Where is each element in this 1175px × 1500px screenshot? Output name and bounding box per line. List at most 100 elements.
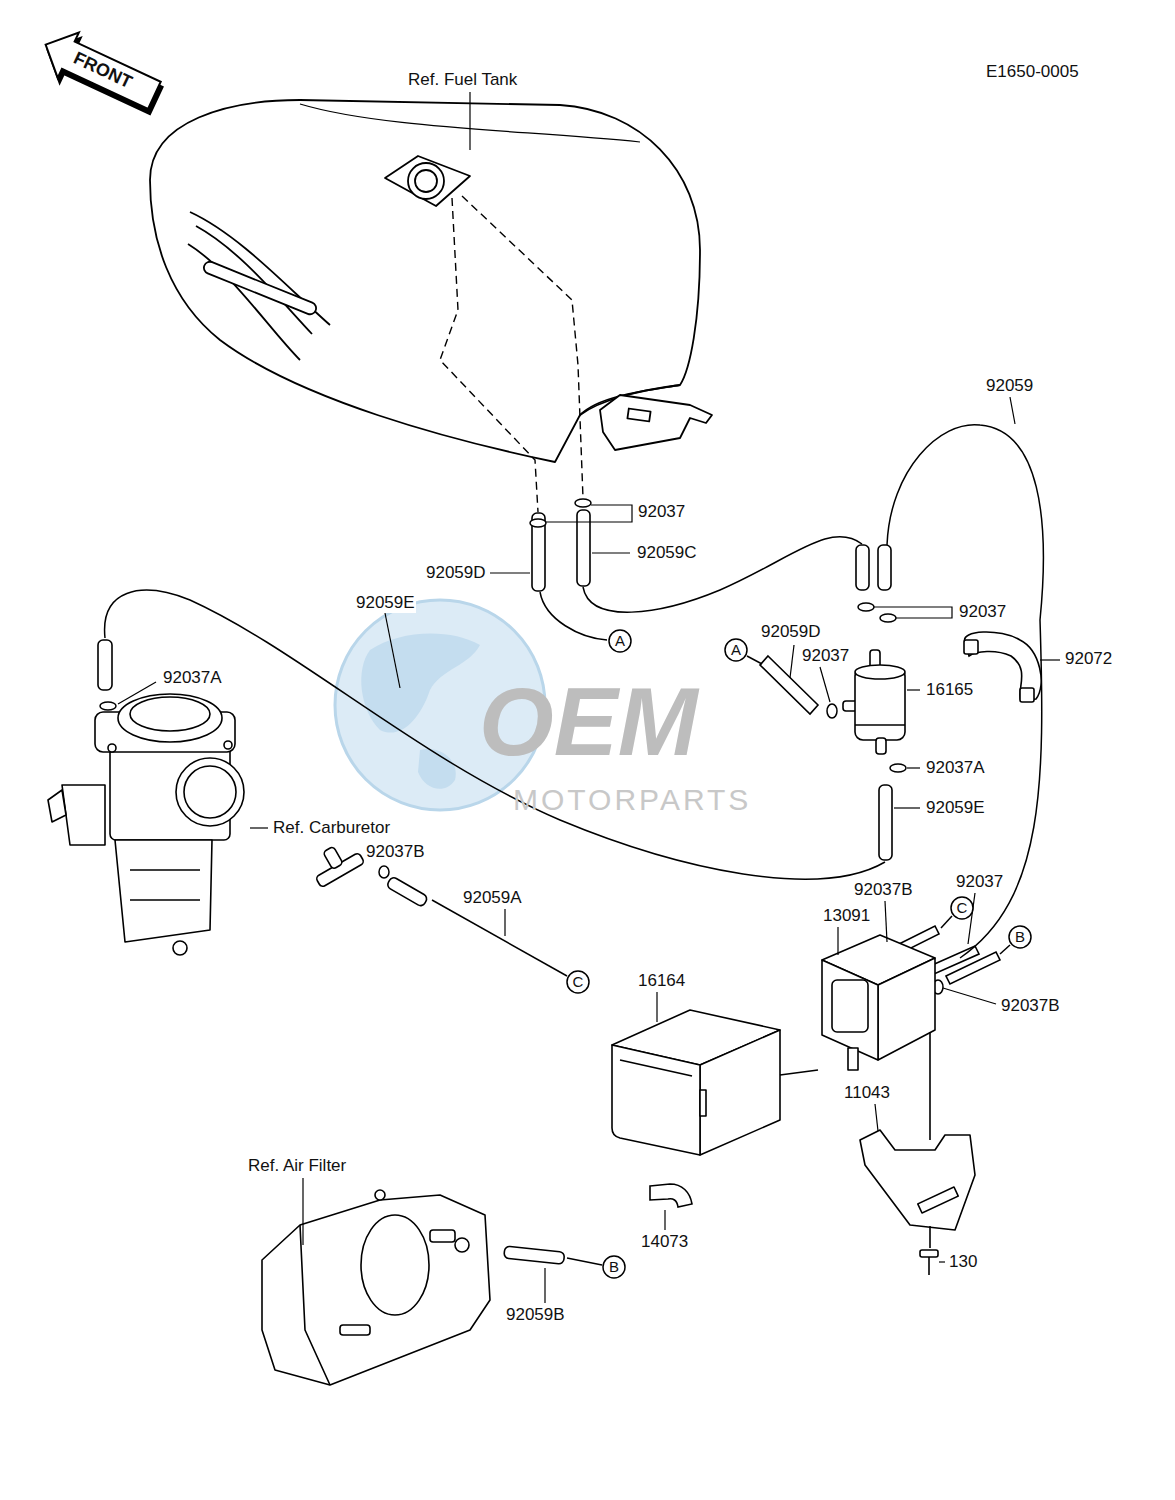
elbow-hose: [650, 1184, 692, 1207]
leader-line-part: [250, 827, 268, 828]
fuel-tank: [150, 100, 712, 462]
callout-letter-circle: A: [724, 638, 748, 662]
carburetor-part: [224, 741, 232, 749]
hose-line: [105, 425, 1044, 1265]
reference-label: Ref. Air Filter: [247, 1156, 347, 1176]
hose-clamp-part: [827, 704, 837, 718]
tee-fitting-part-part: [323, 846, 343, 869]
leader-line-part: [790, 645, 794, 678]
leader-line-part: [943, 988, 996, 1004]
leader-line-part: [874, 607, 952, 618]
callout-number: 92059D: [760, 622, 822, 642]
leader-line-part: [1010, 397, 1015, 424]
bolt-part: [928, 1257, 930, 1275]
elbow-hose-part: [650, 1184, 692, 1207]
callout-number: 92059B: [505, 1305, 566, 1325]
leader-line-part: [385, 613, 400, 688]
callout-number: 16165: [925, 680, 974, 700]
leader-line: [118, 92, 1060, 1303]
reference-label: Ref. Fuel Tank: [407, 70, 518, 90]
callout-number: 92037: [637, 502, 686, 522]
hose-clamp-part: [100, 702, 116, 710]
carburetor-part: [118, 694, 222, 742]
watermark: OEM: [478, 672, 699, 772]
circle-outline: [1009, 926, 1031, 948]
circle-outline: [725, 639, 747, 661]
callout-number: 11043: [843, 1083, 891, 1103]
front-arrow-text: FRONT: [69, 47, 136, 94]
carburetor-part: [130, 697, 210, 731]
leader-line-part: [469, 92, 470, 150]
leader-line-part: [544, 1268, 545, 1303]
air-filter-part: [455, 1238, 469, 1252]
carburetor-part: [108, 744, 116, 752]
fuel-filter: [843, 650, 905, 754]
hose-clip: [964, 632, 1041, 702]
bracket-part: [929, 1032, 931, 1140]
hose-clip-part: [965, 632, 1042, 701]
hose-line-part: [583, 537, 862, 613]
fuel-tank-part: [415, 170, 437, 192]
air-filter-part: [300, 1225, 330, 1385]
leader-line-part: [837, 927, 838, 955]
canister-holder-part: [878, 958, 935, 1060]
carburetor-part: [176, 758, 244, 826]
hose-part: [946, 952, 1000, 984]
air-filter: [262, 1190, 490, 1385]
front-arrow-part: [35, 22, 165, 118]
fuel-filter-part: [855, 724, 905, 726]
hose-line-part: [887, 425, 1043, 958]
connection-letter: C: [957, 900, 968, 916]
air-filter-part: [361, 1215, 429, 1315]
air-filter-part: [262, 1195, 490, 1385]
callout-number: 92059D: [425, 563, 487, 583]
canister-part: [620, 1060, 692, 1076]
watermark-globe-land-part: [361, 634, 480, 733]
canister-part: [700, 1090, 706, 1116]
fuel-tank-internal-pipe-part: [440, 198, 538, 512]
air-filter-part: [430, 1230, 455, 1242]
callout-number: 92072: [1064, 649, 1113, 669]
canister-holder: [822, 935, 935, 1070]
circle-outline: [567, 971, 589, 993]
fuel-tank-part: [385, 156, 470, 206]
fuel-tank-part: [627, 409, 650, 422]
bracket-part: [860, 1130, 975, 1230]
leader-line-part: [907, 767, 920, 768]
carburetor-part: [173, 941, 187, 955]
fuel-filter-part: [876, 738, 886, 754]
leader-line-part: [592, 552, 630, 553]
callout-number: 130: [948, 1252, 978, 1272]
fuel-tank-part: [600, 395, 712, 450]
circle-outline: [951, 897, 973, 919]
leader-line-part: [302, 1178, 303, 1245]
bracket-part: [918, 1187, 958, 1213]
callout-number: 92059A: [462, 888, 523, 908]
hose-line-part: [540, 592, 607, 640]
fuel-tank-part: [190, 212, 330, 325]
leader-line-part: [885, 901, 887, 942]
callout-number: 92037: [958, 602, 1007, 622]
hose-part: [504, 1246, 565, 1264]
connection-letter: B: [609, 1259, 619, 1275]
leader-line-part: [118, 682, 156, 704]
reference-label: Ref. Carburetor: [272, 818, 391, 838]
bolt: [920, 1250, 938, 1275]
canister-holder-part: [832, 980, 868, 1032]
leader-line-part: [664, 1210, 665, 1230]
callout-letter-circle: B: [602, 1255, 626, 1279]
carburetor-part: [184, 766, 236, 818]
bolt-part: [920, 1250, 938, 1257]
fuel-filter-part: [855, 665, 905, 679]
leader-line-part: [656, 992, 657, 1022]
tee-fitting: [306, 837, 364, 888]
canister-holder-part: [848, 1048, 858, 1070]
callout-letter-circle: C: [950, 896, 974, 920]
canister-part: [780, 1070, 818, 1075]
carburetor: [48, 694, 244, 955]
hose-clip-part: [1020, 688, 1034, 702]
hose-clamp-part: [530, 519, 546, 527]
watermark-globe-land-part: [418, 749, 456, 789]
leader-line-part: [546, 505, 632, 522]
